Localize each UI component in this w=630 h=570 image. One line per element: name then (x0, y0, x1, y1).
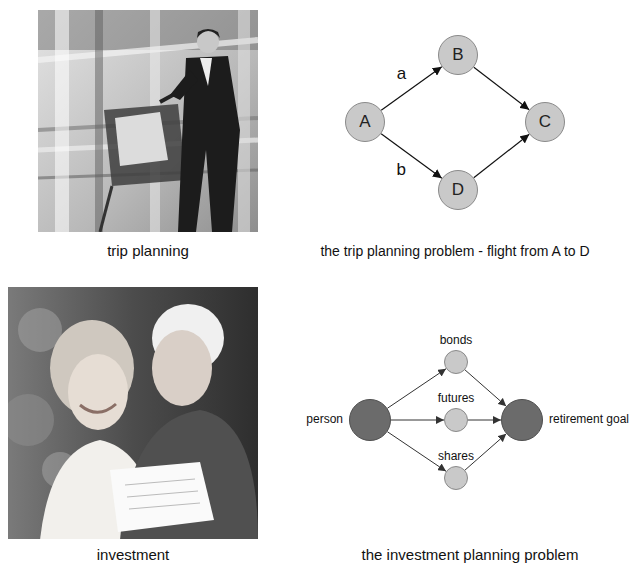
investment-photo (8, 287, 258, 539)
figure-caption: trip planning (107, 242, 189, 260)
arrow-connector (474, 67, 529, 110)
illustration-part (80, 404, 116, 412)
arrow-connector (391, 420, 444, 421)
illustration-part (104, 104, 186, 186)
illustration-part (95, 10, 103, 232)
node-label: retirement goal (549, 413, 629, 426)
state-circle: B (438, 35, 478, 75)
state-circle: A (345, 102, 385, 142)
circle-shape (445, 409, 468, 432)
node-letter: C (539, 113, 551, 132)
arrow-connector (387, 432, 446, 472)
circle-outline (501, 399, 543, 441)
state-circle: D (438, 170, 478, 210)
figure-caption: investment (97, 546, 170, 564)
arrow-connector (387, 369, 446, 409)
trip-photo (38, 10, 258, 232)
illustration-part (115, 112, 168, 166)
circle-shape (445, 467, 468, 490)
illustration-part (127, 491, 198, 497)
illustration-part (55, 10, 69, 232)
illustration-part (8, 394, 54, 446)
node-label: bonds (440, 334, 473, 347)
option-circle: futures (444, 408, 468, 432)
arrow-connector (381, 134, 442, 178)
node-letter: D (452, 181, 464, 200)
illustration-part (152, 330, 212, 406)
illustration-part (170, 70, 198, 100)
edge-label: a (396, 65, 407, 84)
illustration-part (129, 503, 200, 509)
illustration-part (197, 29, 220, 38)
circle-shape (350, 400, 391, 441)
illustration-part (38, 10, 258, 232)
node-letter: A (359, 113, 370, 132)
circle-shape (346, 103, 385, 142)
illustration-part (200, 58, 212, 86)
state-circle: C (525, 102, 565, 142)
illustration-part (100, 186, 112, 232)
arrow-connector (468, 420, 501, 421)
arrow-connector (381, 67, 442, 111)
illustration-part (238, 10, 250, 232)
figure-caption: the trip planning problem - flight from … (320, 243, 589, 260)
illustration-part (110, 462, 214, 532)
circle-outline (444, 408, 468, 432)
circle-shape (439, 36, 478, 75)
circle-shape (526, 103, 565, 142)
option-circle: shares (444, 466, 468, 490)
node-letter: B (452, 46, 463, 65)
node-label: futures (438, 392, 475, 405)
circle-shape (445, 351, 468, 374)
circle-outline (444, 350, 468, 374)
figure-caption: the investment planning problem (362, 546, 579, 564)
edge-label: b (396, 161, 407, 180)
circle-outline (444, 466, 468, 490)
arrow-connector (474, 134, 529, 177)
node-label: person (306, 413, 343, 426)
circle-shape (439, 171, 478, 210)
state-circle: retirement goal (501, 399, 543, 441)
circle-shape (502, 400, 543, 441)
illustration-part (68, 354, 128, 430)
node-label: shares (438, 450, 474, 463)
illustration-part (125, 479, 195, 485)
circle-outline (349, 399, 391, 441)
state-circle: person (349, 399, 391, 441)
option-circle: bonds (444, 350, 468, 374)
